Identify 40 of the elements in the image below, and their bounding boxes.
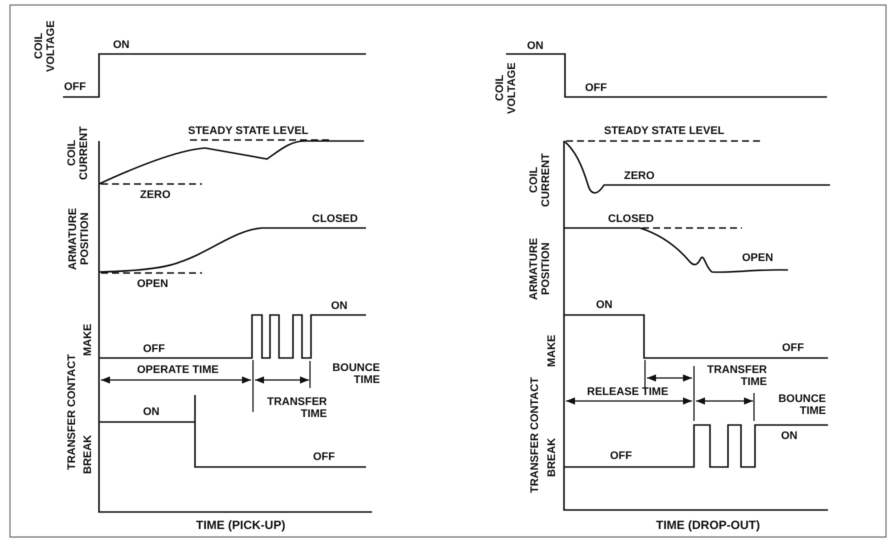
state-label: ON bbox=[527, 40, 544, 52]
state-label: OPEN bbox=[137, 278, 168, 290]
axis-label: BREAK bbox=[546, 436, 558, 479]
axis-label: COIL VOLTAGE bbox=[33, 19, 57, 74]
interval-label: BOUNCE TIME bbox=[777, 393, 826, 417]
state-label: OFF bbox=[64, 81, 86, 93]
state-label: OFF bbox=[610, 450, 632, 462]
axis-label: MAKE bbox=[546, 334, 558, 370]
level-label: STEADY STATE LEVEL bbox=[188, 125, 308, 137]
level-label: STEADY STATE LEVEL bbox=[604, 125, 724, 137]
interval-label: TRANSFER TIME bbox=[706, 364, 767, 388]
state-label: ON bbox=[113, 39, 130, 51]
level-label: ZERO bbox=[624, 170, 655, 182]
axis-label: COIL VOLTAGE bbox=[494, 61, 518, 116]
state-label: OPEN bbox=[742, 252, 774, 264]
interval-label: RELEASE TIME bbox=[587, 386, 668, 398]
interval-label: TRANSFER TIME bbox=[266, 396, 327, 420]
state-label: OFF bbox=[585, 82, 607, 94]
state-label: CLOSED bbox=[608, 213, 654, 225]
axis-label: TRANSFER CONTACT bbox=[529, 376, 541, 495]
axis-label: COIL CURRENT bbox=[66, 125, 90, 182]
axis-title: TIME (PICK-UP) bbox=[196, 519, 286, 531]
axis-label: ARMATURE POSITION bbox=[67, 206, 91, 272]
state-label: ON bbox=[143, 406, 160, 418]
axis-label: BREAK bbox=[82, 433, 94, 476]
state-label: OFF bbox=[782, 342, 804, 354]
level-label: ZERO bbox=[140, 189, 171, 201]
state-label: ON bbox=[781, 430, 798, 442]
state-label: CLOSED bbox=[312, 213, 358, 225]
interval-label: OPERATE TIME bbox=[137, 364, 219, 376]
axis-label: MAKE bbox=[82, 322, 94, 358]
state-label: ON bbox=[331, 300, 348, 312]
axis-label: ARMATURE POSITION bbox=[528, 236, 552, 302]
interval-label: BOUNCE TIME bbox=[331, 362, 380, 386]
state-label: ON bbox=[596, 299, 612, 311]
axis-title: TIME (DROP-OUT) bbox=[656, 519, 760, 531]
axis-label: COIL CURRENT bbox=[528, 152, 552, 209]
state-label: OFF bbox=[143, 343, 165, 355]
state-label: OFF bbox=[313, 451, 335, 463]
axis-label: TRANSFER CONTACT bbox=[66, 353, 78, 472]
